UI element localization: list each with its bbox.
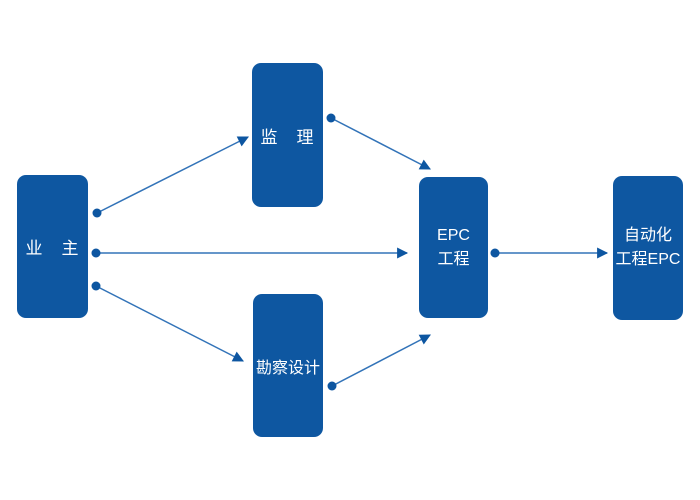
edge-survey-design-to-epc (327, 334, 431, 391)
node-supervision: 监 理 (252, 63, 323, 207)
edge-owner-to-survey-design (91, 281, 244, 362)
edge-supervision-to-epc (326, 113, 431, 170)
node-automation-epc-label-line2: 工程EPC (615, 251, 681, 268)
node-supervision-label: 监 理 (260, 127, 315, 147)
node-automation-epc-label-line1: 自动化 (623, 227, 672, 244)
node-survey-design: 勘察设计 (253, 294, 323, 437)
node-survey-design-label: 勘察设计 (255, 359, 320, 377)
node-owner-label: 业 主 (25, 239, 80, 258)
node-owner: 业 主 (17, 175, 88, 318)
node-automation-epc: 自动化 工程EPC (613, 176, 683, 320)
node-epc-label-line1: EPC (437, 226, 470, 244)
node-epc-label-line2: 工程 (437, 250, 470, 268)
edge-owner-to-supervision (92, 136, 249, 218)
node-epc: EPC 工程 (419, 177, 488, 318)
